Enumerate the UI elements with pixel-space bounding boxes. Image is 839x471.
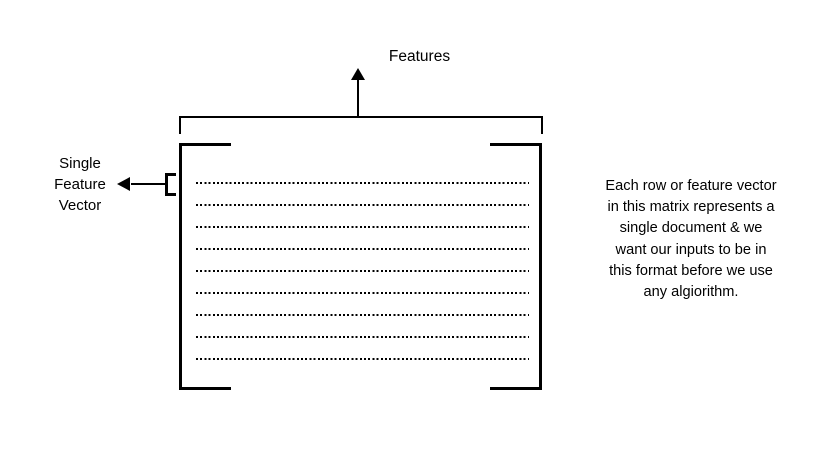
matrix-feature-vector-row xyxy=(196,358,529,360)
description-text: Each row or feature vector in this matrix… xyxy=(575,176,807,303)
matrix-corner-top-left-stub xyxy=(179,143,231,146)
single-feature-vector-label-line-3: Vector xyxy=(58,197,102,214)
description-line-4: want our inputs to be in xyxy=(615,241,767,258)
features-arrow-shaft xyxy=(357,76,359,117)
matrix-feature-vector-row xyxy=(196,314,529,316)
single-feature-vector-label-line-1: Single xyxy=(59,155,101,172)
description-line-1: Each row or feature vector xyxy=(605,178,777,194)
matrix-corner-top-right-leg xyxy=(539,143,542,179)
features-span-bracket-right-leg xyxy=(541,116,543,134)
features-label: Features xyxy=(388,48,451,65)
single-row-bracket-top-arm xyxy=(165,173,176,176)
row-pointer-arrow-shaft xyxy=(131,183,166,185)
matrix-corner-top-left-leg xyxy=(179,143,182,179)
features-span-bracket-left-leg xyxy=(179,116,181,134)
single-row-bracket-bottom-arm xyxy=(165,193,176,196)
row-pointer-arrow-head-icon xyxy=(117,177,130,191)
features-arrow-head-icon xyxy=(351,68,365,80)
matrix-feature-vector-row xyxy=(196,226,529,228)
features-span-bracket-top xyxy=(179,116,543,118)
matrix-right-edge xyxy=(539,143,542,390)
single-row-bracket-spine xyxy=(165,173,168,196)
description-line-2: in this matrix represents a xyxy=(607,199,775,216)
matrix-corner-top-right-stub xyxy=(490,143,542,146)
single-feature-vector-label-line-2: Feature xyxy=(54,176,106,193)
matrix-left-edge xyxy=(179,143,182,390)
matrix-corner-bottom-right-stub xyxy=(490,387,542,390)
matrix-corner-bottom-left-leg xyxy=(179,354,182,390)
description-line-6: any algiorithm. xyxy=(643,284,739,301)
matrix-corner-bottom-right-leg xyxy=(539,354,542,390)
matrix-feature-vector-row xyxy=(196,336,529,338)
matrix-feature-vector-row xyxy=(196,182,529,184)
matrix-feature-vector-row xyxy=(196,204,529,206)
matrix-corner-bottom-left-stub xyxy=(179,387,231,390)
description-line-5: this format before we use xyxy=(609,262,773,279)
matrix-feature-vector-row xyxy=(196,292,529,294)
description-line-3: single document & we xyxy=(619,220,763,237)
matrix-feature-vector-row xyxy=(196,270,529,272)
matrix-feature-vector-row xyxy=(196,248,529,250)
